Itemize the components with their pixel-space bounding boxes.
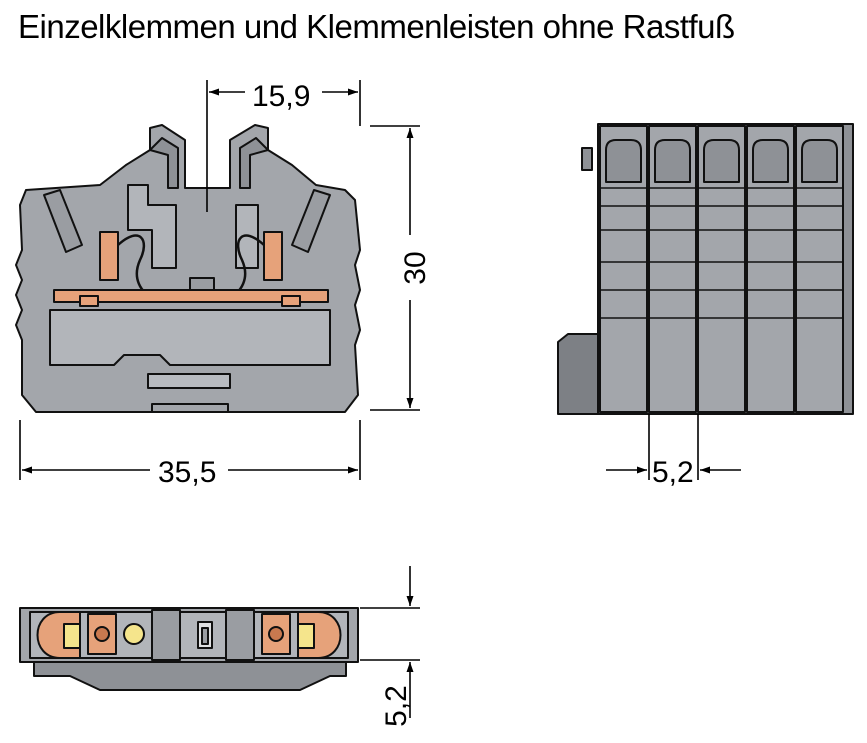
front-foot (151, 403, 229, 412)
front-housing (15, 124, 361, 413)
side-module-cap (752, 139, 789, 183)
front-right-clamp (263, 231, 283, 281)
front-bus-bar-pad-right (281, 295, 301, 307)
front-left-horn (149, 137, 179, 189)
dim-label-pitch: 5,2 (652, 456, 694, 489)
page-title: Einzelklemmen und Klemmenleisten ohne Ra… (18, 8, 735, 45)
top-housing-lower (33, 659, 347, 691)
front-bus-bar (53, 289, 329, 303)
top-right-screw (268, 626, 284, 642)
top-centre-right-wall (225, 609, 255, 661)
top-centre-slot-inner (201, 627, 209, 645)
front-right-slot (291, 189, 331, 253)
side-modules (599, 125, 844, 413)
top-led-indicator (123, 623, 145, 645)
top-right-marker (297, 623, 315, 649)
front-bus-bar-pad-left (79, 295, 99, 307)
dim-label-top-width: 15,9 (252, 80, 310, 113)
side-foot (557, 333, 599, 415)
top-left-marker (63, 623, 81, 649)
dim-label-depth: 5,2 (380, 685, 413, 727)
front-view (15, 124, 361, 413)
side-view (557, 123, 854, 415)
front-marker-slot (147, 373, 231, 389)
side-module-cap (801, 139, 838, 183)
side-module-cap (703, 139, 740, 183)
top-right-clamp (261, 613, 291, 655)
side-clip (581, 147, 593, 171)
side-dimensions (606, 414, 741, 480)
side-module-cap (605, 139, 642, 183)
top-view (19, 607, 359, 691)
top-left-screw (94, 626, 110, 642)
front-lower-panel (49, 309, 331, 366)
top-inner (29, 611, 349, 659)
top-dimensions (360, 566, 420, 718)
side-module (697, 125, 746, 413)
side-module (648, 125, 697, 413)
dim-label-height: 30 (399, 251, 432, 284)
front-centre-column (127, 184, 177, 269)
top-centre-left-wall (151, 609, 181, 661)
side-module (795, 125, 844, 413)
front-left-clamp (99, 231, 119, 281)
front-dimensions (19, 80, 420, 480)
dim-label-total-width: 35,5 (158, 456, 216, 489)
side-module (599, 125, 648, 413)
front-left-slot (43, 189, 83, 253)
front-right-horn (239, 137, 269, 189)
side-module (746, 125, 795, 413)
side-module-cap (654, 139, 691, 183)
